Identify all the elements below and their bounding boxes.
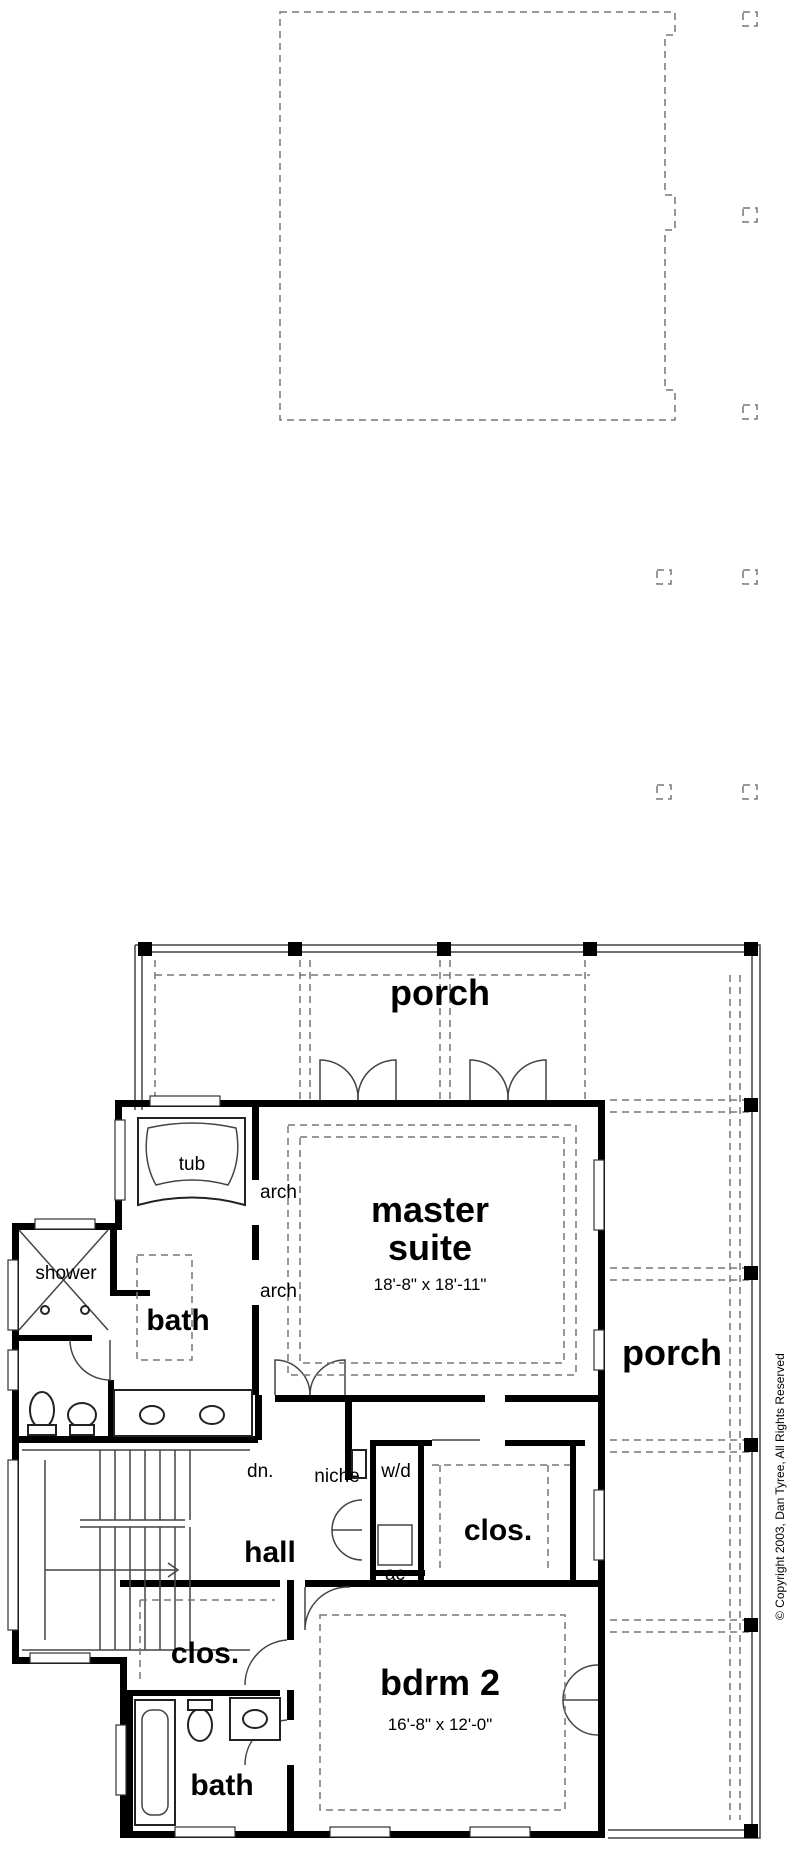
fixtures <box>18 1117 570 1826</box>
stairs-down-label: dn. <box>247 1461 273 1482</box>
room-labels: porch porch master suite 18'-8" x 18'-11… <box>35 972 722 1802</box>
staircase <box>22 1449 250 1651</box>
doors <box>69 1059 599 1766</box>
tub-label: tub <box>179 1154 205 1175</box>
arch-upper-label: arch <box>260 1182 297 1203</box>
bath-2-label: bath <box>190 1769 253 1802</box>
hall-label: hall <box>244 1536 296 1569</box>
porch-right-label: porch <box>622 1332 722 1373</box>
master-closet-label: clos. <box>464 1514 532 1547</box>
shower-label: shower <box>35 1263 97 1284</box>
master-suite-label-line2: suite <box>388 1227 472 1268</box>
exterior-walls <box>12 1100 605 1838</box>
master-bath-label: bath <box>146 1304 209 1337</box>
copyright-notice: © Copyright 2003, Dan Tyree, All Rights … <box>773 1353 787 1620</box>
master-suite-dimensions: 18'-8" x 18'-11" <box>374 1275 487 1294</box>
ac-label: ac <box>385 1564 405 1585</box>
porch-area <box>134 942 761 1839</box>
bedroom-2-label: bdrm 2 <box>380 1662 500 1703</box>
master-suite-label-line1: master <box>371 1189 489 1230</box>
washer-dryer-label: w/d <box>380 1461 411 1482</box>
porch-top-label: porch <box>390 972 490 1013</box>
bdrm2-closet-label: clos. <box>171 1637 239 1670</box>
dashed-post-markers <box>656 11 758 800</box>
interior-walls <box>12 1100 605 1835</box>
ceiling-dashed-outlines <box>136 1124 577 1811</box>
arch-lower-label: arch <box>260 1281 297 1302</box>
dashed-outline-upper <box>279 11 676 421</box>
windows <box>7 1095 605 1838</box>
bedroom-2-dimensions: 16'-8" x 12'-0" <box>388 1715 493 1734</box>
niche-label: niche <box>314 1466 359 1487</box>
